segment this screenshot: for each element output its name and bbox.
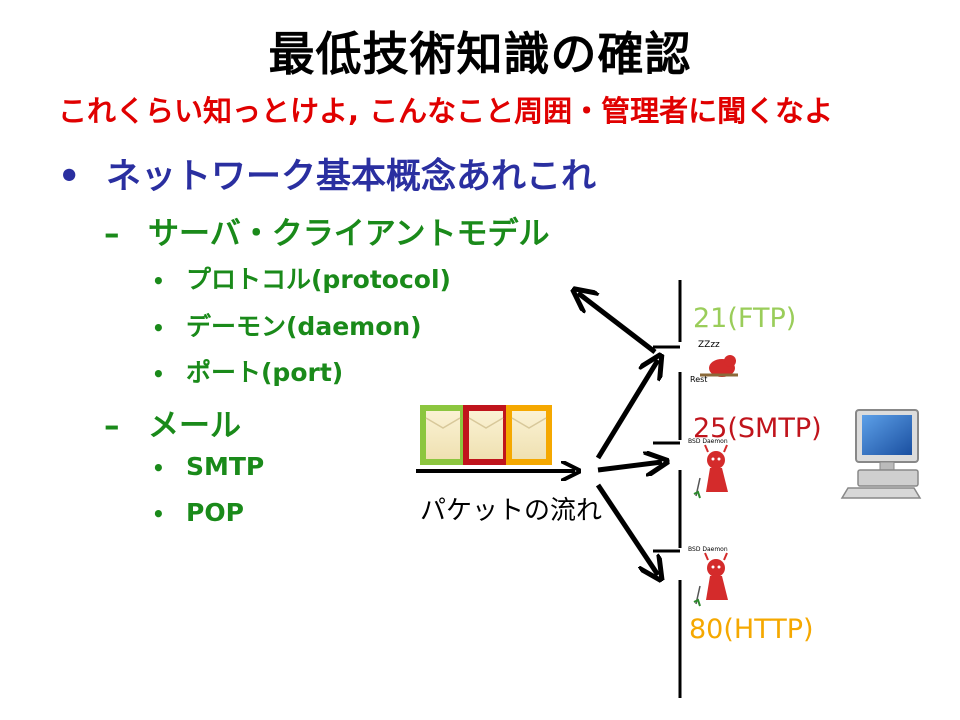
slide-title: 最低技術知識の確認 bbox=[268, 27, 692, 81]
port-label-text: 21(FTP) bbox=[693, 303, 797, 334]
port-label-ftp: 21(FTP) bbox=[693, 303, 796, 334]
bullet-mail: –メール bbox=[104, 400, 241, 445]
sleep-text: ZZzz bbox=[698, 340, 720, 350]
bullet-pop: • POP bbox=[152, 498, 244, 527]
daemon-http-icon: BSD Daemon bbox=[688, 546, 728, 607]
computer-icon bbox=[840, 409, 922, 499]
bullet-mark: • bbox=[152, 456, 165, 480]
packet-ftp bbox=[420, 405, 466, 465]
bullet-daemon: • デーモン(daemon) bbox=[152, 307, 422, 343]
port-label-http: 80(HTTP) bbox=[689, 614, 814, 645]
rest-caption: Rest bbox=[690, 375, 707, 384]
packet-flow-label: パケットの流れ bbox=[420, 496, 603, 526]
port-label-text: 25(SMTP) bbox=[693, 413, 822, 444]
port-label-text: 80(HTTP) bbox=[689, 614, 814, 645]
bullet-network-basics: • ネットワーク基本概念あれこれ bbox=[58, 148, 596, 199]
bullet-text: メール bbox=[148, 408, 241, 444]
port-label-smtp: 25(SMTP) bbox=[693, 413, 822, 444]
host-wall bbox=[653, 280, 682, 698]
bullet-text: SMTP bbox=[186, 452, 265, 481]
bullet-mark: • bbox=[152, 316, 165, 340]
routing-arrows bbox=[578, 293, 662, 575]
bullet-mark: • bbox=[152, 269, 165, 293]
dash-mark: – bbox=[104, 216, 120, 252]
bullet-text: デーモン(daemon) bbox=[186, 312, 422, 341]
bullet-port: • ポート(port) bbox=[152, 353, 343, 389]
slide-subtitle: これくらい知っとけよ, こんなこと周囲・管理者に聞くなよ bbox=[58, 94, 834, 128]
bullet-server-client: –サーバ・クライアントモデル bbox=[104, 208, 549, 253]
sleeping-daemon-icon: ZZzz Rest bbox=[690, 340, 738, 384]
dash-mark: – bbox=[104, 408, 120, 444]
packet-icons bbox=[420, 405, 552, 465]
bullet-mark: • bbox=[152, 502, 165, 526]
daemon-caption: BSD Daemon bbox=[688, 438, 728, 445]
packet-http bbox=[506, 405, 552, 465]
bullet-protocol: • プロトコル(protocol) bbox=[152, 260, 451, 296]
bullet-text: ポート(port) bbox=[186, 358, 344, 387]
bullet-smtp: • SMTP bbox=[152, 452, 264, 481]
daemon-smtp-icon: BSD Daemon bbox=[688, 438, 728, 499]
bullet-mark: • bbox=[58, 157, 81, 197]
bullet-text: サーバ・クライアントモデル bbox=[148, 216, 550, 252]
packet-smtp bbox=[463, 405, 509, 465]
bullet-text: ネットワーク基本概念あれこれ bbox=[106, 157, 597, 197]
bullet-text: POP bbox=[186, 498, 244, 527]
daemon-caption: BSD Daemon bbox=[688, 546, 728, 553]
bullet-mark: • bbox=[152, 362, 165, 386]
bullet-text: プロトコル(protocol) bbox=[186, 265, 451, 294]
